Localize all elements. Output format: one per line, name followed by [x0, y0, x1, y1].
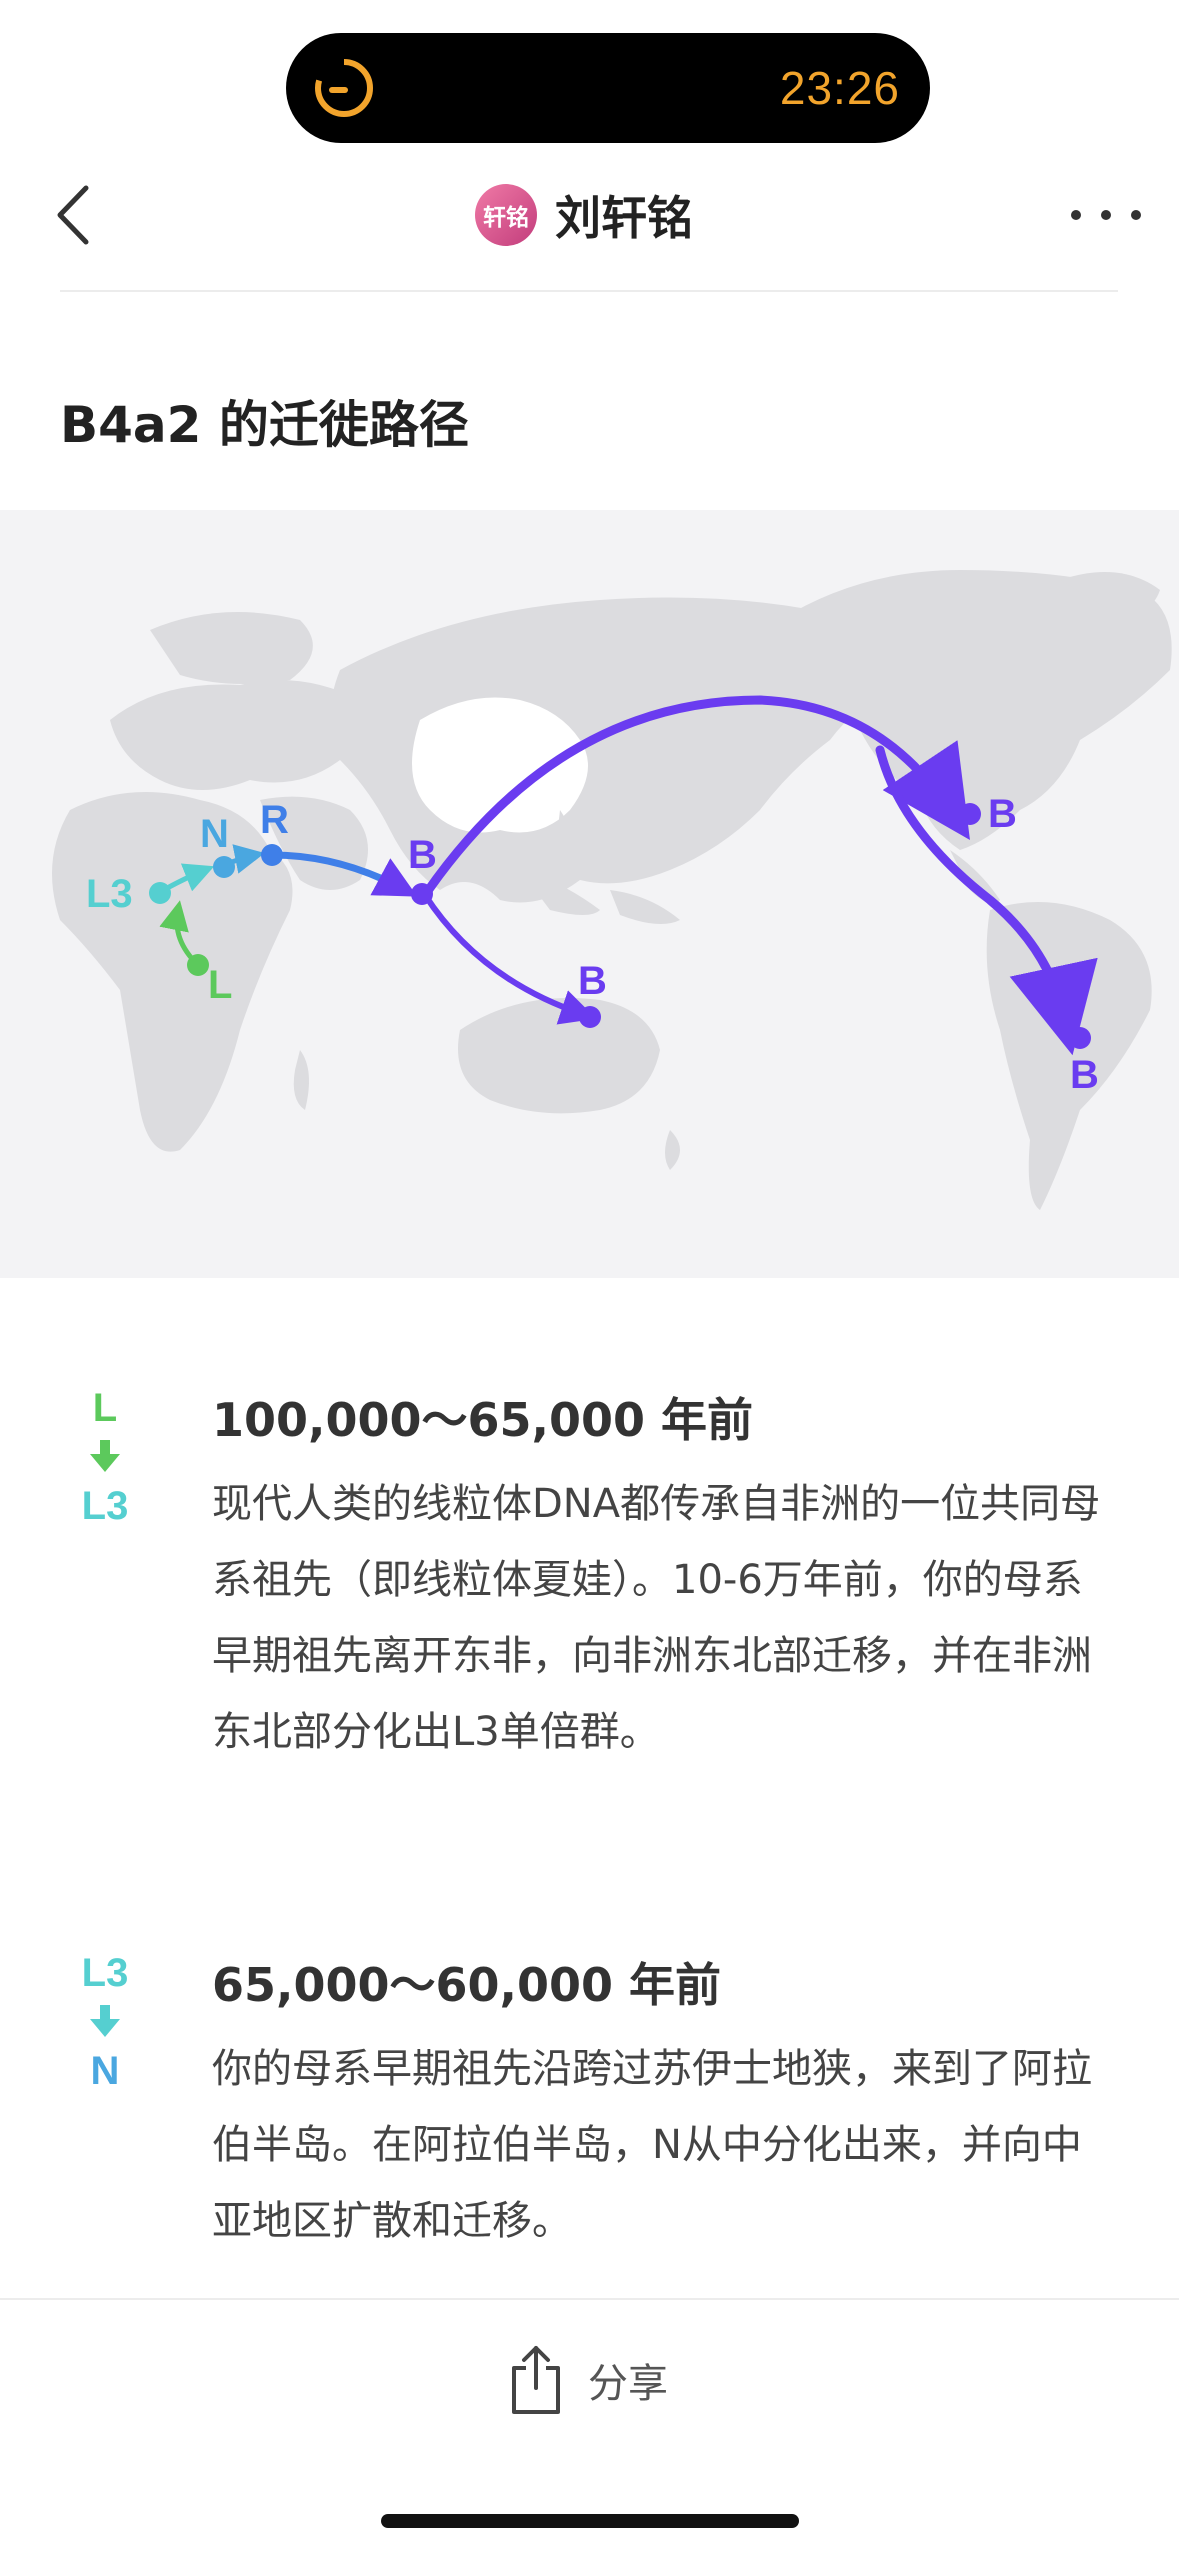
avatar[interactable]: 轩铭: [475, 184, 537, 246]
node-b-na: [959, 803, 981, 825]
share-button[interactable]: 分享: [508, 2335, 668, 2425]
section-title: B4a2 的迁徙路径: [60, 396, 469, 454]
haplogroup-to: N: [90, 2049, 120, 2093]
migration-routes: [157, 695, 1098, 1056]
route-r-b: [268, 851, 418, 897]
haplogroup-to: L3: [81, 1484, 129, 1528]
haplogroup-transition: L L3: [70, 1380, 140, 1534]
label-b-asia: B: [408, 833, 437, 877]
arrow-down-icon: [90, 2005, 120, 2037]
route-b-au: [422, 892, 597, 1025]
more-dot: [1131, 210, 1141, 220]
more-button[interactable]: [1071, 190, 1141, 240]
chevron-left-icon: [57, 185, 89, 245]
nav-bar: 轩铭 刘轩铭: [0, 150, 1179, 280]
home-indicator[interactable]: [381, 2514, 799, 2528]
haplogroup-transition: L3 N: [70, 1945, 140, 2099]
divider: [60, 290, 1118, 292]
status-time: 23:26: [779, 62, 900, 114]
map-nodes: [149, 803, 1091, 1049]
haplogroup-from: L: [92, 1386, 118, 1430]
route-b-na: [420, 695, 970, 900]
node-n: [213, 856, 235, 878]
continents: [52, 570, 1172, 1210]
arrow-down-icon: [90, 1440, 120, 1472]
node-b-sa: [1069, 1027, 1091, 1049]
period-title: 100,000～65,000 年前: [212, 1393, 754, 1447]
migration-map: L L3 N R B B B B: [0, 510, 1179, 1278]
nav-header: 轩铭 刘轩铭: [475, 180, 693, 250]
share-label: 分享: [588, 2361, 668, 2407]
label-n: N: [200, 812, 229, 856]
dynamic-island: 23:26: [286, 33, 930, 143]
label-r: R: [260, 798, 289, 842]
haplogroup-from: L3: [81, 1951, 129, 1995]
node-b-au: [579, 1006, 601, 1028]
label-b-au: B: [578, 959, 607, 1003]
node-r: [261, 844, 283, 866]
divider: [0, 2298, 1179, 2300]
label-l: L: [208, 963, 232, 1007]
timer-icon: [315, 59, 373, 117]
label-b-na: B: [988, 792, 1017, 836]
page-title: 刘轩铭: [555, 191, 693, 245]
route-b-sa: [875, 745, 1098, 1056]
label-b-sa: B: [1070, 1053, 1099, 1097]
period-title: 65,000～60,000 年前: [212, 1958, 722, 2012]
back-button[interactable]: [48, 180, 108, 250]
period-description: 现代人类的线粒体DNA都传承自非洲的一位共同母系祖先（即线粒体夏娃）。10-6万…: [212, 1481, 1101, 1755]
more-dot: [1101, 210, 1111, 220]
map-labels: L L3 N R B B B B: [86, 792, 1099, 1097]
more-dot: [1071, 210, 1081, 220]
node-b-asia: [411, 883, 433, 905]
world-map: L L3 N R B B B B: [52, 570, 1172, 1210]
share-icon: [512, 2346, 560, 2414]
period-description: 你的母系早期祖先沿跨过苏伊士地狭，来到了阿拉伯半岛。在阿拉伯半岛，N从中分化出来…: [212, 2046, 1092, 2244]
node-l: [187, 954, 209, 976]
label-l3: L3: [86, 872, 133, 916]
node-l3: [149, 882, 171, 904]
